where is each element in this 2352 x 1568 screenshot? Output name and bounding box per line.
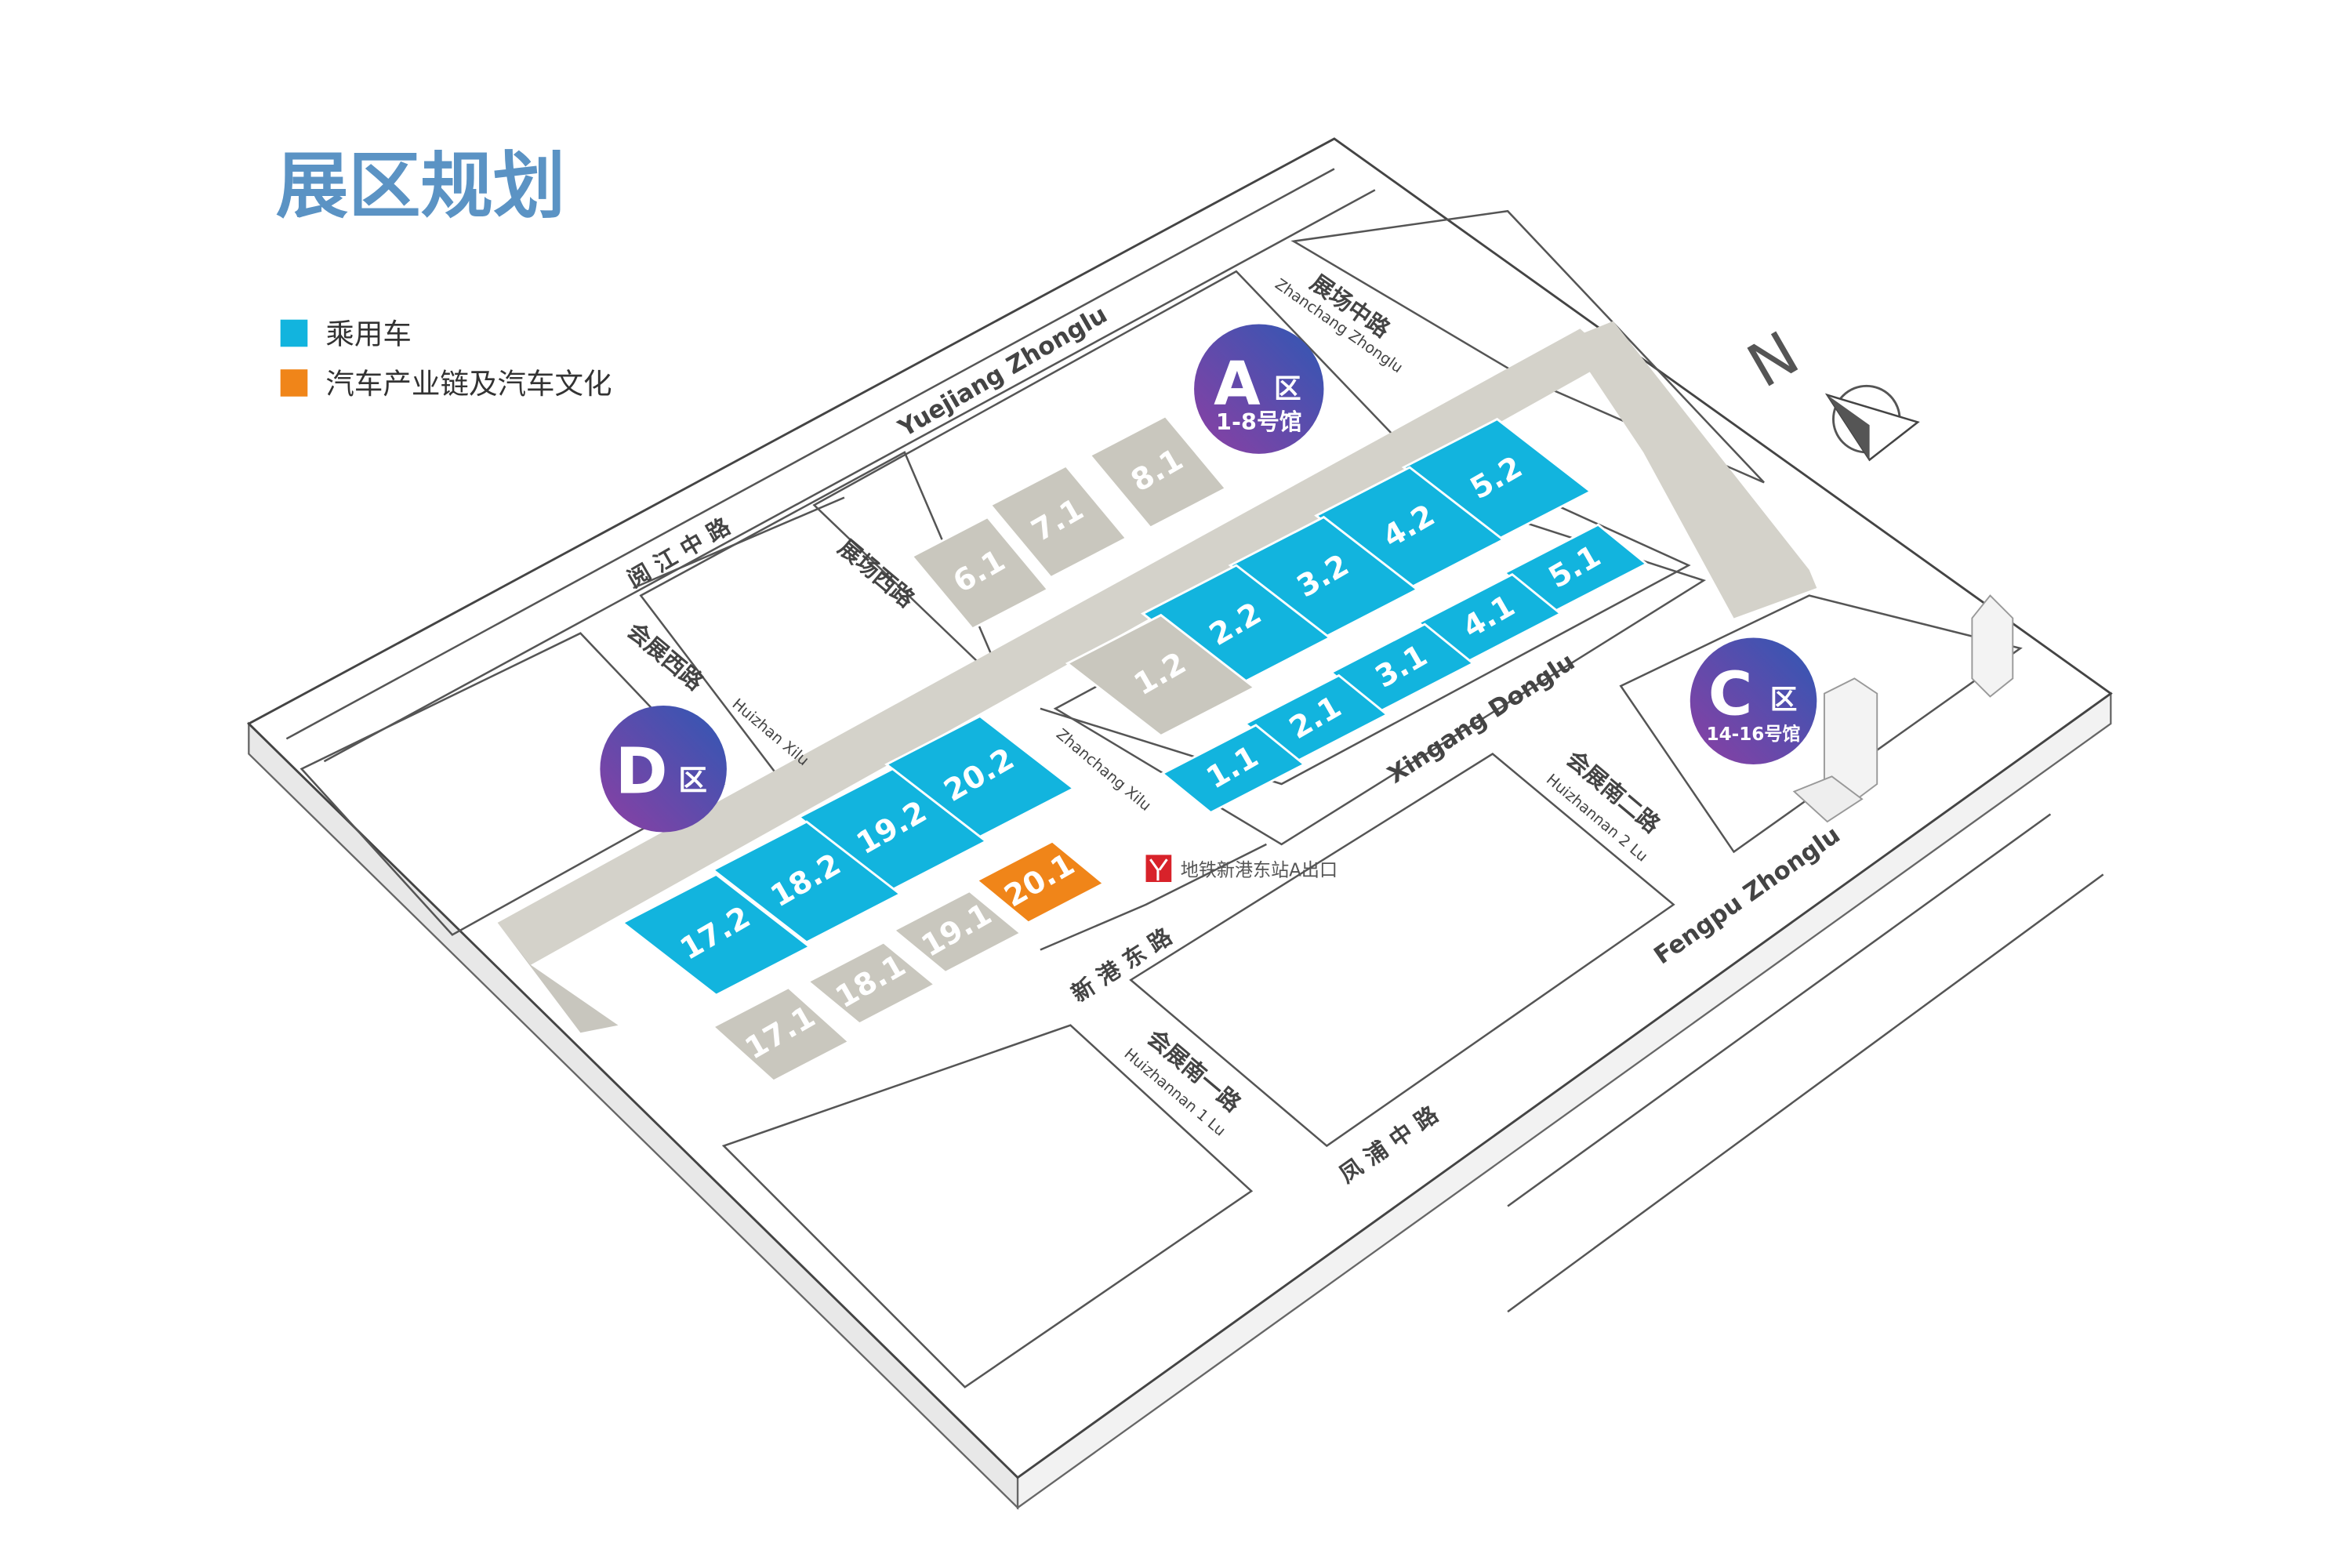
metro-label: 地铁新港东站A出口 bbox=[1181, 860, 1338, 880]
hall-7.1[interactable]: 7.1 bbox=[989, 464, 1128, 579]
hall-block bbox=[975, 840, 1106, 924]
hall-block bbox=[710, 820, 902, 944]
hall-18.1[interactable]: 18.1 bbox=[806, 941, 937, 1025]
hall-block bbox=[806, 941, 937, 1025]
zone-c-badge[interactable]: C 区 14-16号馆 bbox=[1690, 637, 1817, 764]
hall-5.2[interactable]: 5.2 bbox=[1401, 417, 1593, 542]
metro-exit[interactable]: 地铁新港东站A出口 bbox=[1145, 855, 1338, 882]
hall-block bbox=[989, 464, 1128, 579]
hall-18.2[interactable]: 18.2 bbox=[710, 820, 902, 944]
zone-d-letter: D bbox=[615, 735, 668, 809]
hall-block bbox=[910, 515, 1050, 630]
legend: 乘用车 汽车产业链及汽车文化 bbox=[280, 317, 612, 401]
zone-d-badge[interactable]: D 区 bbox=[600, 706, 727, 833]
legend-swatch-industry bbox=[280, 369, 308, 397]
hall-8.1[interactable]: 8.1 bbox=[1088, 414, 1228, 529]
hall-block bbox=[711, 985, 851, 1083]
zone-a-suffix: 区 bbox=[1274, 374, 1301, 405]
hall-block bbox=[1065, 613, 1257, 738]
hall-17.2[interactable]: 17.2 bbox=[620, 873, 812, 996]
zone-a-badge[interactable]: A 区 1-8号馆 bbox=[1194, 324, 1324, 454]
hall-3.2[interactable]: 3.2 bbox=[1228, 515, 1420, 640]
compass-north-letter: N bbox=[1737, 319, 1810, 402]
zone-a-letter: A bbox=[1214, 349, 1261, 419]
hall-2.2[interactable]: 2.2 bbox=[1141, 564, 1332, 688]
hall-6.1[interactable]: 6.1 bbox=[910, 515, 1050, 630]
hall-block bbox=[1088, 414, 1228, 529]
zone-c-suffix: 区 bbox=[1770, 684, 1798, 716]
hall-4.1[interactable]: 4.1 bbox=[1416, 572, 1563, 663]
hall-block bbox=[620, 873, 812, 996]
zone-a-halls: 1-8号馆 bbox=[1216, 408, 1302, 435]
page-title: 展区规划 bbox=[276, 143, 565, 228]
site-platform bbox=[246, 137, 2113, 1510]
legend-swatch-passenger bbox=[280, 319, 308, 347]
hall-block bbox=[1160, 724, 1307, 815]
hall-17.1[interactable]: 17.1 bbox=[711, 985, 851, 1083]
zone-d-suffix: 区 bbox=[678, 764, 707, 797]
legend-label-industry: 汽车产业链及汽车文化 bbox=[325, 367, 612, 401]
zone-c-halls: 14-16号馆 bbox=[1707, 724, 1801, 745]
hall-1.1[interactable]: 1.1 bbox=[1160, 724, 1307, 815]
hall-block bbox=[891, 889, 1023, 975]
walkway bbox=[497, 321, 1817, 1033]
halls: 5.24.23.22.21.25.14.13.12.11.18.17.16.12… bbox=[620, 414, 1649, 1083]
compass: N bbox=[1737, 319, 1920, 462]
legend-label-passenger: 乘用车 bbox=[325, 317, 412, 350]
tower-buildings bbox=[1792, 594, 2014, 823]
hall-1.2[interactable]: 1.2 bbox=[1065, 613, 1257, 738]
zone-c-letter: C bbox=[1708, 660, 1752, 730]
